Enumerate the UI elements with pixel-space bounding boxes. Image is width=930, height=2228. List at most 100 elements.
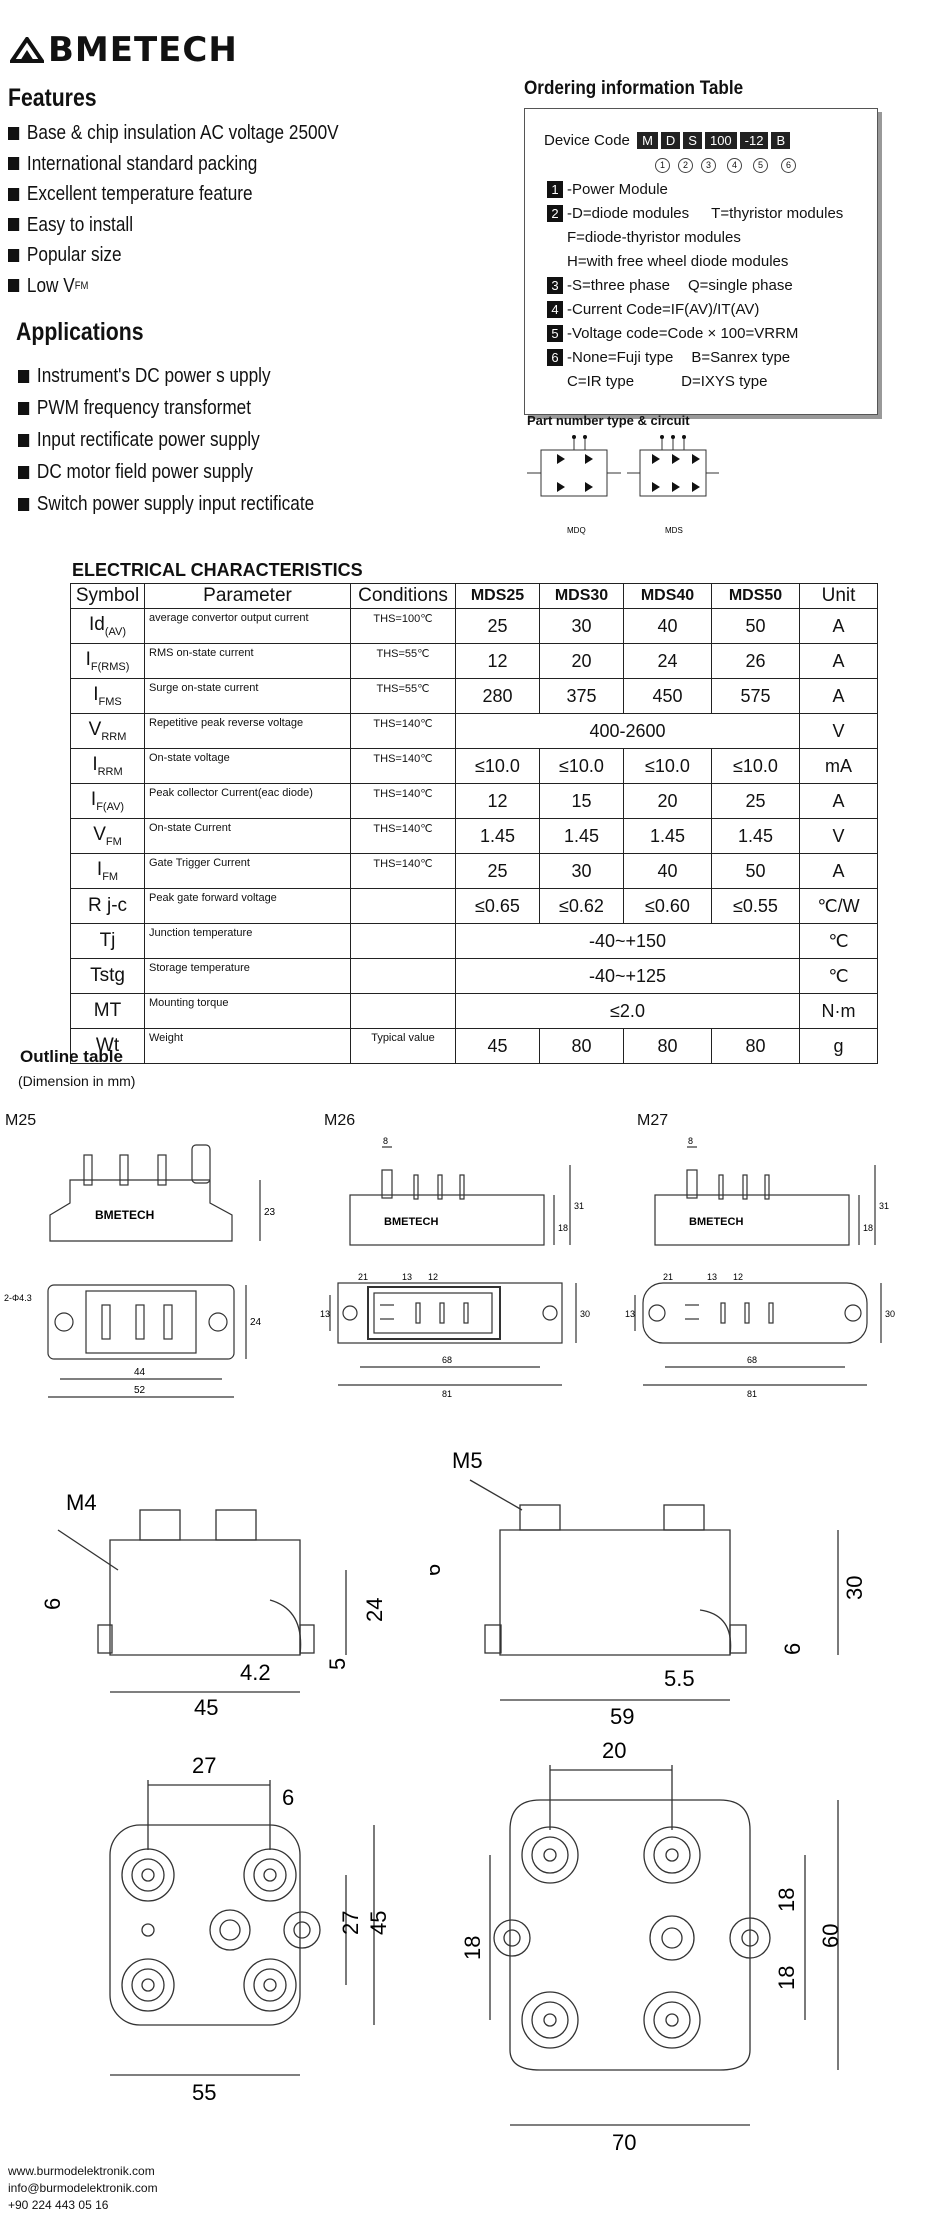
cell-text: ≤0.55: [733, 895, 778, 916]
cell-text: Junction temperature: [149, 927, 253, 939]
order-text: -Voltage code=Code × 100=VRRM: [567, 325, 799, 342]
cell-text: THS=55℃: [376, 648, 430, 660]
cell-text: Mounting torque: [149, 997, 229, 1009]
dim-label: 18: [863, 1223, 873, 1233]
dim-label: 13: [320, 1309, 330, 1319]
cell-text: I: [90, 789, 97, 811]
electrical-title: ELECTRICAL CHARACTERISTICS: [72, 560, 363, 580]
feature-label: Easy to install: [26, 213, 134, 236]
table-header-cell: MDS25: [455, 583, 540, 609]
dim-label: 81: [442, 1389, 452, 1399]
table-cell: 1.45: [623, 818, 712, 854]
symbol-sub: FM: [102, 870, 119, 883]
table-cell: MT: [70, 993, 145, 1029]
cell-text: 80: [745, 1035, 766, 1056]
table-cell: ≤2.0: [455, 993, 800, 1029]
dim-label: 8: [688, 1136, 693, 1146]
feature-label: Base & chip insulation AC voltage 2500V: [26, 122, 339, 144]
table-cell: On-state voltage: [144, 748, 351, 784]
table-cell: IRRM: [70, 748, 145, 784]
table-cell: A: [799, 608, 878, 644]
table-cell: 40: [623, 853, 712, 889]
dim-label: 21: [663, 1272, 673, 1282]
table-cell: 80: [539, 1028, 624, 1064]
m25-logo: BMETECH: [95, 1208, 154, 1222]
table-header-cell: Symbol: [70, 583, 145, 609]
table-cell: A: [799, 678, 878, 714]
cell-text: ≤0.62: [559, 895, 604, 916]
table-cell: THS=100℃: [350, 608, 456, 644]
feature-item: International standard packing: [8, 149, 339, 180]
table-cell: A: [799, 853, 878, 889]
m26-logo: BMETECH: [384, 1216, 438, 1228]
table-cell: ℃/W: [799, 888, 878, 924]
table-cell: Gate Trigger Current: [144, 853, 351, 889]
cell-text: Storage temperature: [149, 962, 250, 974]
cell-text: 30: [571, 860, 592, 881]
dim-label: 13: [625, 1309, 635, 1319]
position-circle: 4: [727, 158, 742, 173]
logo-mark-icon: [10, 37, 44, 63]
cell-text: A: [832, 790, 845, 811]
cell-text: 280: [482, 685, 513, 706]
logo-text: BMETECH: [48, 30, 238, 70]
footer-email[interactable]: info@burmodelektronik.com: [8, 2181, 158, 2195]
table-cell: ℃: [799, 923, 878, 959]
dim-label: 59: [610, 1704, 634, 1729]
footer-website[interactable]: www.burmodelektronik.com: [8, 2164, 155, 2178]
feature-label: Popular size: [26, 244, 122, 266]
cell-text: 40: [657, 860, 678, 881]
cell-text: A: [832, 650, 845, 671]
cell-text: 375: [566, 685, 597, 706]
cell-text: -40~+125: [588, 965, 667, 986]
feature-item: Popular size: [8, 240, 339, 271]
dim-label: 18: [774, 1966, 799, 1990]
cell-text: 575: [740, 685, 771, 706]
dim-label: 68: [747, 1355, 757, 1365]
dim-label: 31: [879, 1201, 889, 1211]
cell-text: 1.45: [563, 825, 600, 846]
order-line-4: 4-Current Code=IF(AV)/IT(AV): [547, 301, 759, 318]
table-cell: 40: [623, 608, 712, 644]
table-cell: 24: [623, 643, 712, 679]
symbol-sub: F(AV): [96, 800, 125, 813]
bullet-icon: [18, 433, 30, 447]
application-label: Input rectificate power supply: [36, 429, 260, 451]
table-cell: Mounting torque: [144, 993, 351, 1029]
order-line-2d: H=with free wheel diode modules: [567, 253, 788, 270]
table-cell: IF(RMS): [70, 643, 145, 679]
code-box: S: [683, 132, 702, 149]
cell-text: Peak collector Current(eac diode): [149, 787, 313, 799]
dim-label: 24: [250, 1317, 262, 1328]
table-cell: ≤10.0: [623, 748, 712, 784]
cell-text: A: [832, 860, 845, 881]
dim-label: 52: [134, 1385, 146, 1396]
order-text: H=with free wheel diode modules: [567, 253, 789, 270]
footer-phone: +90 224 443 05 16: [8, 2198, 109, 2212]
table-cell: 50: [711, 608, 800, 644]
cell-text: ℃: [828, 930, 849, 951]
table-cell: ≤10.0: [711, 748, 800, 784]
table-cell: 450: [623, 678, 712, 714]
table-header-cell: Unit: [799, 583, 878, 609]
table-cell: THS=140℃: [350, 818, 456, 854]
cell-text: THS=100℃: [373, 613, 433, 625]
table-header-cell: MDS50: [711, 583, 800, 609]
order-text: Q=single phase: [688, 277, 793, 294]
bullet-icon: [18, 465, 30, 479]
bullet-icon: [8, 218, 20, 232]
cell-text: ≤2.0: [610, 1000, 645, 1021]
table-cell: 375: [539, 678, 624, 714]
footer-contact: www.burmodelektronik.com info@burmodelek…: [8, 2163, 158, 2214]
cell-text: I: [93, 684, 99, 706]
dim-label: 27: [338, 1911, 363, 1935]
cell-text: THS=140℃: [373, 753, 433, 765]
cell-text: THS=140℃: [373, 788, 433, 800]
dim-label: 27: [192, 1753, 216, 1778]
